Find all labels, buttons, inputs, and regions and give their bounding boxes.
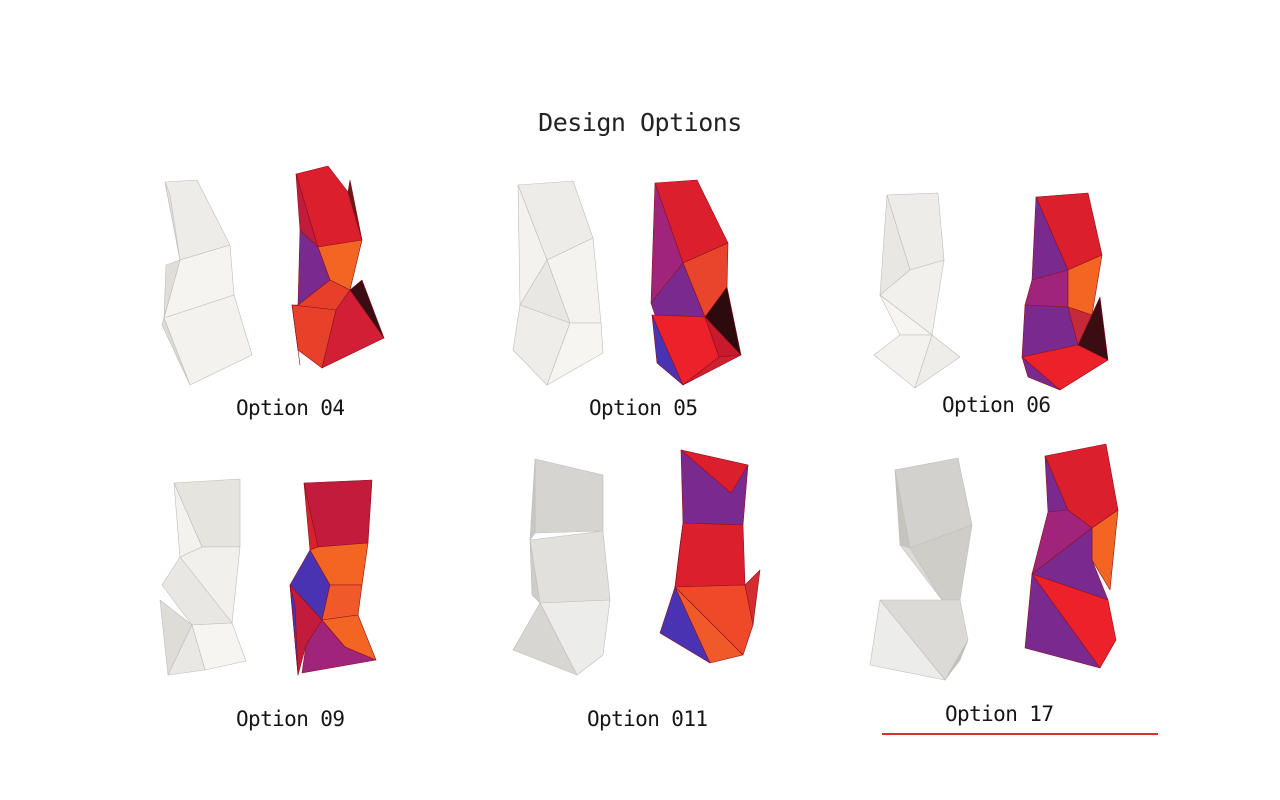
white-model-icon	[161, 165, 385, 386]
white-model-icon	[873, 192, 1109, 391]
option-label: Option 06	[942, 393, 1051, 417]
white-model-icon	[159, 478, 377, 676]
option-card-04[interactable]: Option 04	[150, 160, 410, 430]
option-label: Option 17	[945, 702, 1054, 726]
white-model-icon	[512, 179, 742, 386]
white-model-icon	[512, 449, 761, 676]
option-card-06[interactable]: Option 06	[860, 185, 1130, 430]
option-label: Option 05	[589, 396, 698, 420]
selected-option-underline	[882, 733, 1158, 735]
option-card-17[interactable]: Option 17	[860, 440, 1140, 732]
option-card-011[interactable]: Option 011	[505, 445, 765, 737]
white-model-icon	[869, 443, 1119, 681]
option-card-05[interactable]: Option 05	[505, 175, 765, 433]
option-label: Option 09	[236, 707, 345, 731]
option-label: Option 04	[236, 396, 345, 420]
option-label: Option 011	[587, 707, 708, 731]
page-title: Design Options	[538, 108, 742, 137]
option-card-09[interactable]: Option 09	[150, 475, 410, 737]
